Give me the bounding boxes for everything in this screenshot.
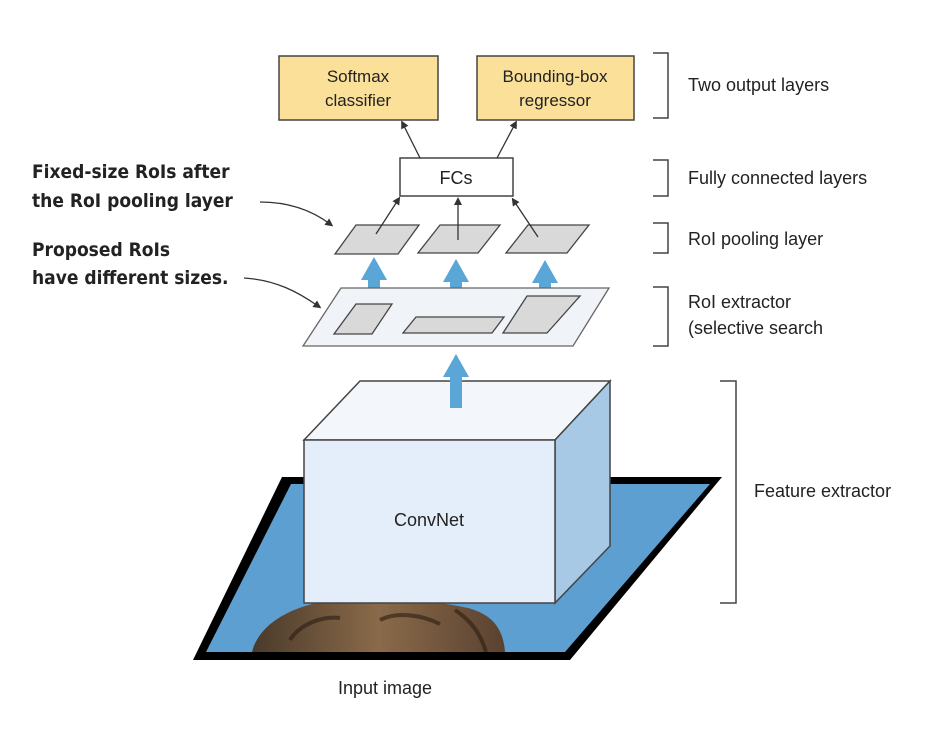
arrow-up-icon	[443, 354, 469, 408]
convnet-cube: ConvNet	[302, 379, 612, 605]
annotation-proposed-line2: have different sizes.	[32, 267, 229, 289]
photo-subject-icon	[252, 599, 505, 652]
label-two-output: Two output layers	[688, 75, 829, 95]
pool-to-fc-arrows	[375, 196, 539, 240]
pooled-roi	[333, 224, 421, 255]
softmax-classifier-box: Softmax classifier	[278, 55, 439, 121]
fcs-label: FCs	[440, 168, 473, 188]
label-fully-connected: Fully connected layers	[688, 168, 867, 188]
annotation-fixed-size-line1: Fixed-size RoIs after	[32, 161, 230, 183]
bracket-feature-extractor	[720, 380, 737, 604]
right-labels: Two output layers Fully connected layers…	[688, 75, 891, 501]
bbox-line2: regressor	[519, 91, 591, 110]
input-image-label: Input image	[338, 678, 432, 698]
pooled-roi	[504, 224, 591, 254]
roi-proposal	[401, 316, 506, 334]
softmax-line2: classifier	[325, 91, 391, 110]
bracket-two-output	[653, 52, 669, 119]
label-roi-extractor-line2: (selective search	[688, 318, 823, 338]
right-brackets	[653, 52, 737, 604]
fcs-box: FCs	[399, 157, 514, 197]
bbox-regressor-box: Bounding-box regressor	[476, 55, 635, 121]
roi-pooling-squares	[333, 224, 591, 255]
annotation-fixed-size-line2: the RoI pooling layer	[32, 190, 233, 212]
label-roi-extractor-line1: RoI extractor	[688, 292, 791, 312]
bracket-roi-pooling	[653, 222, 669, 254]
bracket-fully-connected	[653, 159, 669, 197]
bracket-roi-extractor	[653, 286, 669, 347]
roi-proposal	[332, 303, 394, 335]
softmax-line1: Softmax	[327, 67, 390, 86]
roi-proposal	[501, 295, 582, 334]
pooled-roi	[416, 224, 502, 254]
convnet-label: ConvNet	[394, 510, 464, 530]
roi-extractor-plane	[301, 287, 611, 347]
label-roi-pooling: RoI pooling layer	[688, 229, 823, 249]
bbox-line1: Bounding-box	[503, 67, 608, 86]
label-feature-extractor: Feature extractor	[754, 481, 891, 501]
annotation-fixed-size: Fixed-size RoIs after the RoI pooling la…	[32, 161, 334, 227]
annotation-proposed-line1: Proposed RoIs	[32, 239, 170, 261]
cube-front	[303, 439, 556, 604]
annotation-proposed: Proposed RoIs have different sizes.	[32, 239, 322, 309]
fc-to-output-arrows	[401, 120, 517, 159]
